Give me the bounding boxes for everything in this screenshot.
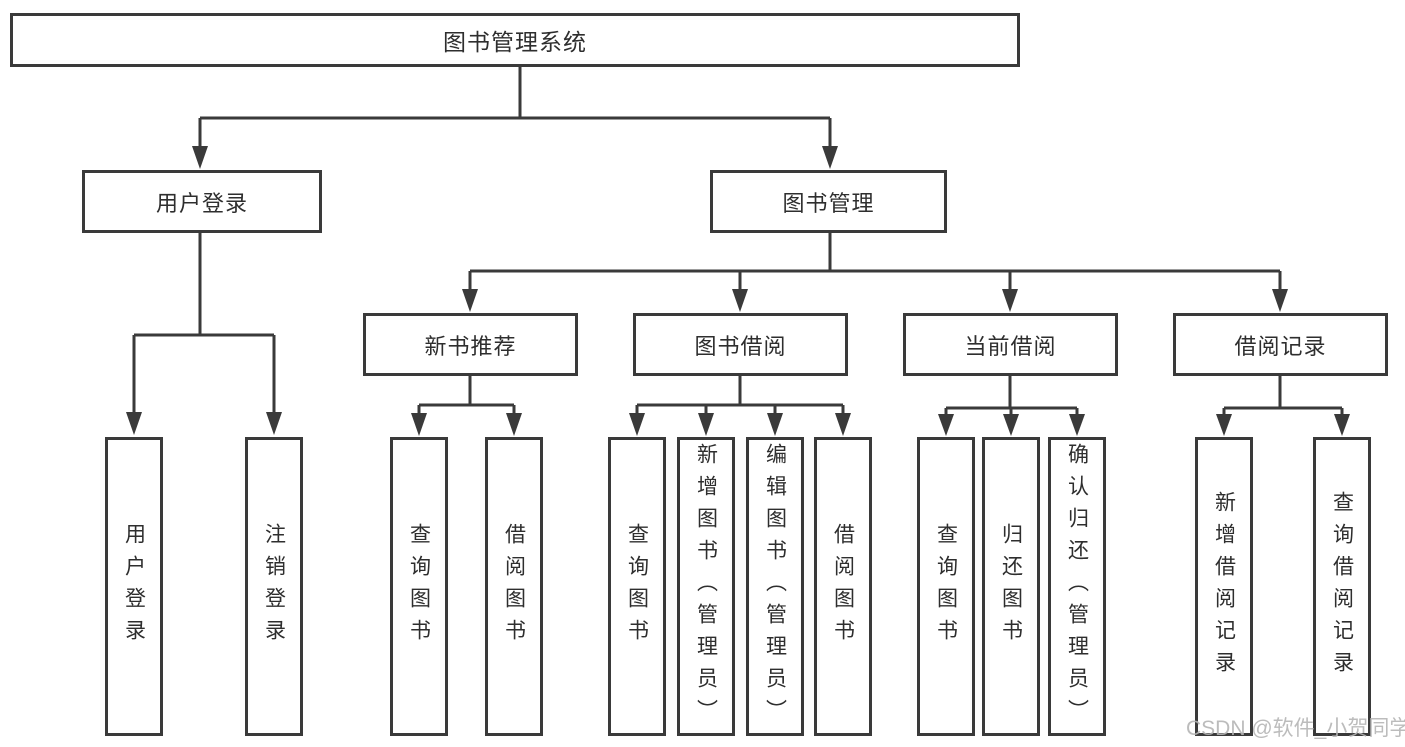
leaf-query-books-current: 查询图书 bbox=[917, 437, 975, 736]
connector-userlogin-to-leaves bbox=[126, 233, 282, 435]
node-book-management: 图书管理 bbox=[710, 170, 947, 233]
node-borrowing-records: 借阅记录 bbox=[1173, 313, 1388, 376]
csdn-watermark: CSDN @软件_小贺同学 bbox=[1186, 717, 1405, 740]
node-book-borrowing: 图书借阅 bbox=[633, 313, 848, 376]
leaf-return-books: 归还图书 bbox=[982, 437, 1040, 736]
node-new-book-recommendation: 新书推荐 bbox=[363, 313, 578, 376]
connector-root-to-level2 bbox=[192, 67, 838, 169]
connector-records-to-leaves bbox=[1216, 376, 1350, 436]
leaf-query-books-recommend: 查询图书 bbox=[390, 437, 448, 736]
leaf-add-borrow-record: 新增借阅记录 bbox=[1195, 437, 1253, 736]
leaf-query-books-borrow: 查询图书 bbox=[608, 437, 666, 736]
node-library-management-system: 图书管理系统 bbox=[10, 13, 1020, 67]
node-current-borrowing: 当前借阅 bbox=[903, 313, 1118, 376]
connector-currentborrow-to-leaves bbox=[938, 376, 1085, 436]
connector-bookborrow-to-leaves bbox=[629, 376, 851, 436]
connector-bookmgmt-to-level3 bbox=[462, 233, 1288, 312]
connector-newbook-to-leaves bbox=[411, 376, 522, 436]
leaf-borrow-books-recommend: 借阅图书 bbox=[485, 437, 543, 736]
leaf-confirm-return-admin: 确认归还（管理员） bbox=[1048, 437, 1106, 736]
leaf-query-borrow-record: 查询借阅记录 bbox=[1313, 437, 1371, 736]
leaf-edit-books-admin: 编辑图书（管理员） bbox=[746, 437, 804, 736]
leaf-user-login: 用户登录 bbox=[105, 437, 163, 736]
leaf-add-books-admin: 新增图书（管理员） bbox=[677, 437, 735, 736]
node-user-login: 用户登录 bbox=[82, 170, 322, 233]
leaf-borrow-books-borrow: 借阅图书 bbox=[814, 437, 872, 736]
leaf-logout: 注销登录 bbox=[245, 437, 303, 736]
